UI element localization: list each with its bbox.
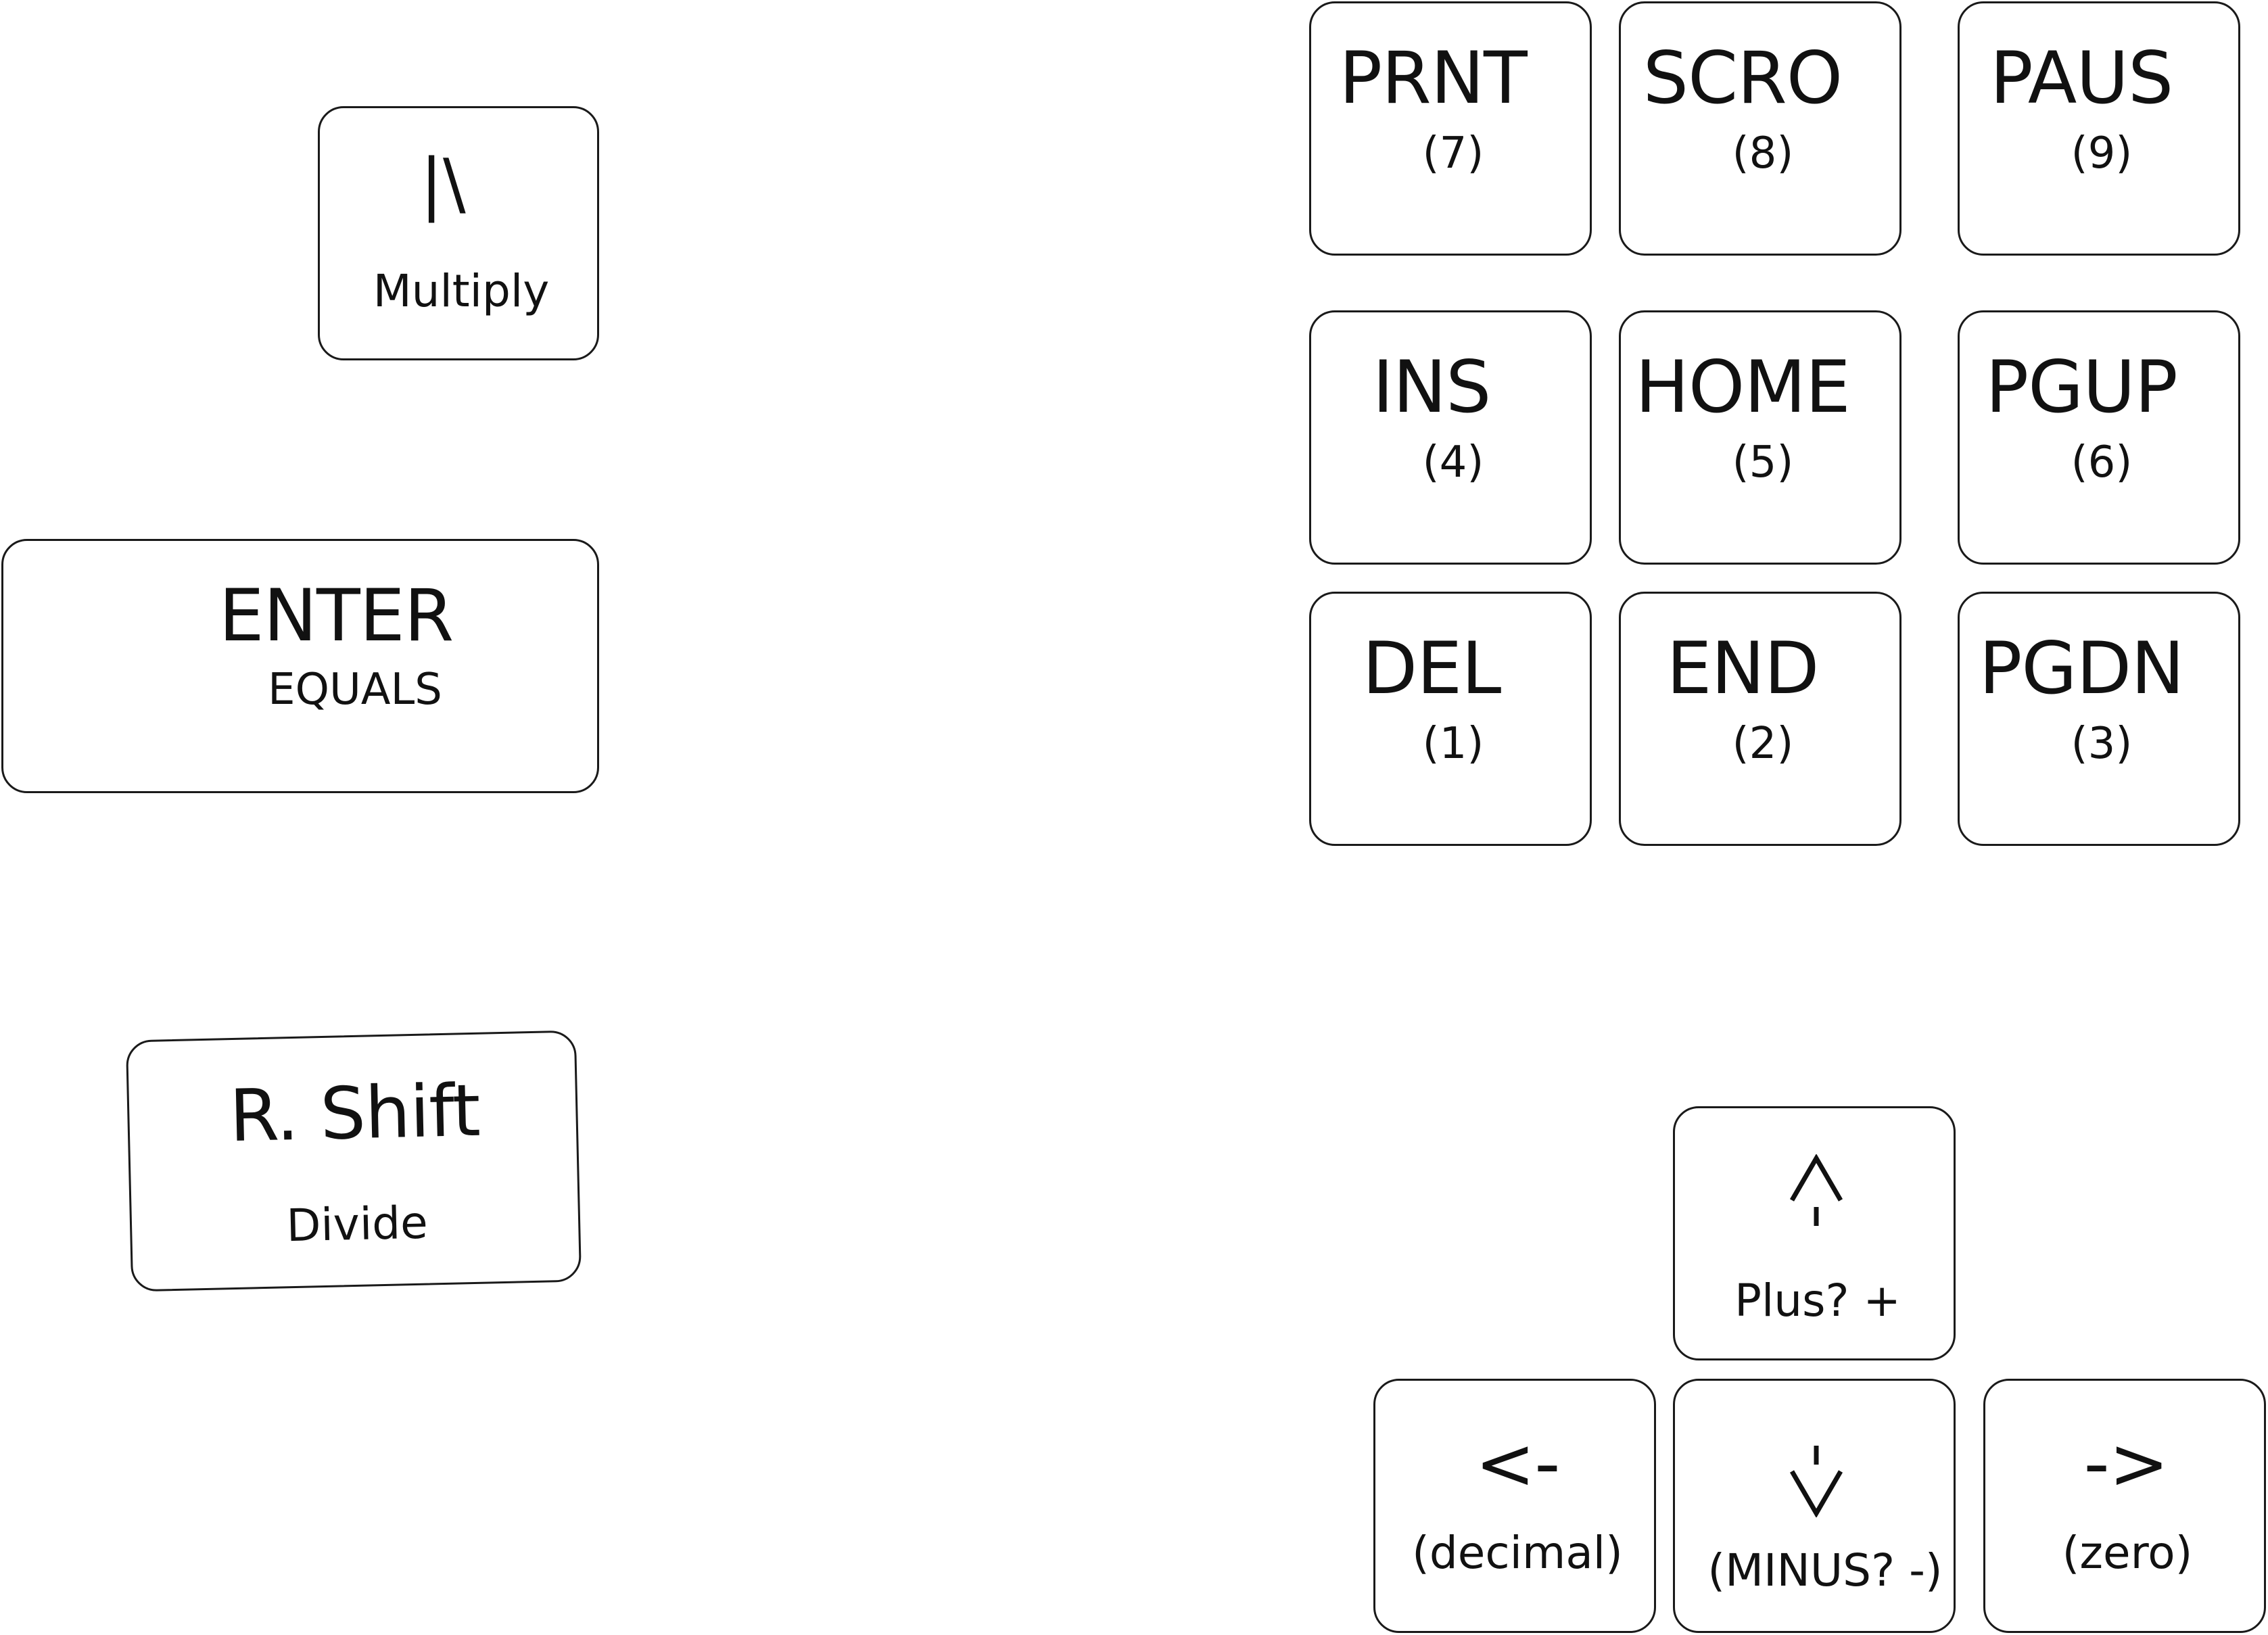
multiply-key-label: Multiply (373, 265, 550, 317)
scro-key-sub-label: (8) (1732, 128, 1794, 179)
enter-key-sub-label: EQUALS (268, 665, 442, 715)
scro-key[interactable]: SCRO (8) (1619, 1, 1901, 256)
left-arrow-key-main-label: <- (1475, 1422, 1560, 1505)
ins-key-sub-label: (4) (1422, 437, 1484, 488)
pgdn-key-main-label: PGDN (1979, 627, 2185, 710)
del-key[interactable]: DEL (1) (1309, 592, 1592, 846)
end-key[interactable]: END (2) (1619, 592, 1901, 846)
left-arrow-key[interactable]: <- (decimal) (1373, 1379, 1656, 1633)
right-arrow-key-main-label: -> (2083, 1422, 2169, 1505)
pgdn-key[interactable]: PGDN (3) (1958, 592, 2240, 846)
prnt-key[interactable]: PRNT (7) (1309, 1, 1592, 256)
pgup-key-sub-label: (6) (2071, 437, 2133, 488)
down-arrow-key[interactable]: (MINUS? -) (1673, 1379, 1956, 1633)
down-arrow-icon (1789, 1443, 1843, 1518)
pgup-key-main-label: PGUP (1985, 346, 2178, 429)
multiply-key-glyph: |\ (420, 144, 466, 223)
home-key-sub-label: (5) (1732, 437, 1794, 488)
paus-key-main-label: PAUS (1989, 37, 2174, 120)
right-shift-key-main-label: R. Shift (228, 1068, 481, 1158)
pgdn-key-sub-label: (3) (2071, 719, 2133, 769)
up-arrow-key[interactable]: Plus? + (1673, 1106, 1956, 1360)
down-arrow-key-sub-label: (MINUS? -) (1707, 1544, 1943, 1596)
right-arrow-key-sub-label: (zero) (2062, 1527, 2193, 1579)
del-key-sub-label: (1) (1422, 719, 1484, 769)
ins-key[interactable]: INS (4) (1309, 310, 1592, 565)
pgup-key[interactable]: PGUP (6) (1958, 310, 2240, 565)
right-arrow-key[interactable]: -> (zero) (1983, 1379, 2266, 1633)
prnt-key-sub-label: (7) (1422, 128, 1484, 179)
right-shift-key[interactable]: R. Shift Divide (125, 1030, 582, 1292)
multiply-key[interactable]: |\ Multiply (318, 106, 599, 360)
prnt-key-main-label: PRNT (1339, 37, 1528, 120)
left-arrow-key-sub-label: (decimal) (1412, 1527, 1623, 1579)
del-key-main-label: DEL (1362, 627, 1502, 710)
home-key[interactable]: HOME (5) (1619, 310, 1901, 565)
up-arrow-icon (1789, 1154, 1843, 1229)
end-key-sub-label: (2) (1732, 719, 1794, 769)
enter-key[interactable]: ENTER EQUALS (1, 539, 599, 793)
scro-key-main-label: SCRO (1643, 37, 1843, 120)
paus-key-sub-label: (9) (2071, 128, 2133, 179)
home-key-main-label: HOME (1635, 346, 1851, 429)
up-arrow-key-sub-label: Plus? + (1734, 1275, 1901, 1327)
right-shift-key-sub-label: Divide (285, 1196, 429, 1252)
enter-key-main-label: ENTER (218, 574, 454, 657)
end-key-main-label: END (1666, 627, 1820, 710)
ins-key-main-label: INS (1372, 346, 1492, 429)
paus-key[interactable]: PAUS (9) (1958, 1, 2240, 256)
